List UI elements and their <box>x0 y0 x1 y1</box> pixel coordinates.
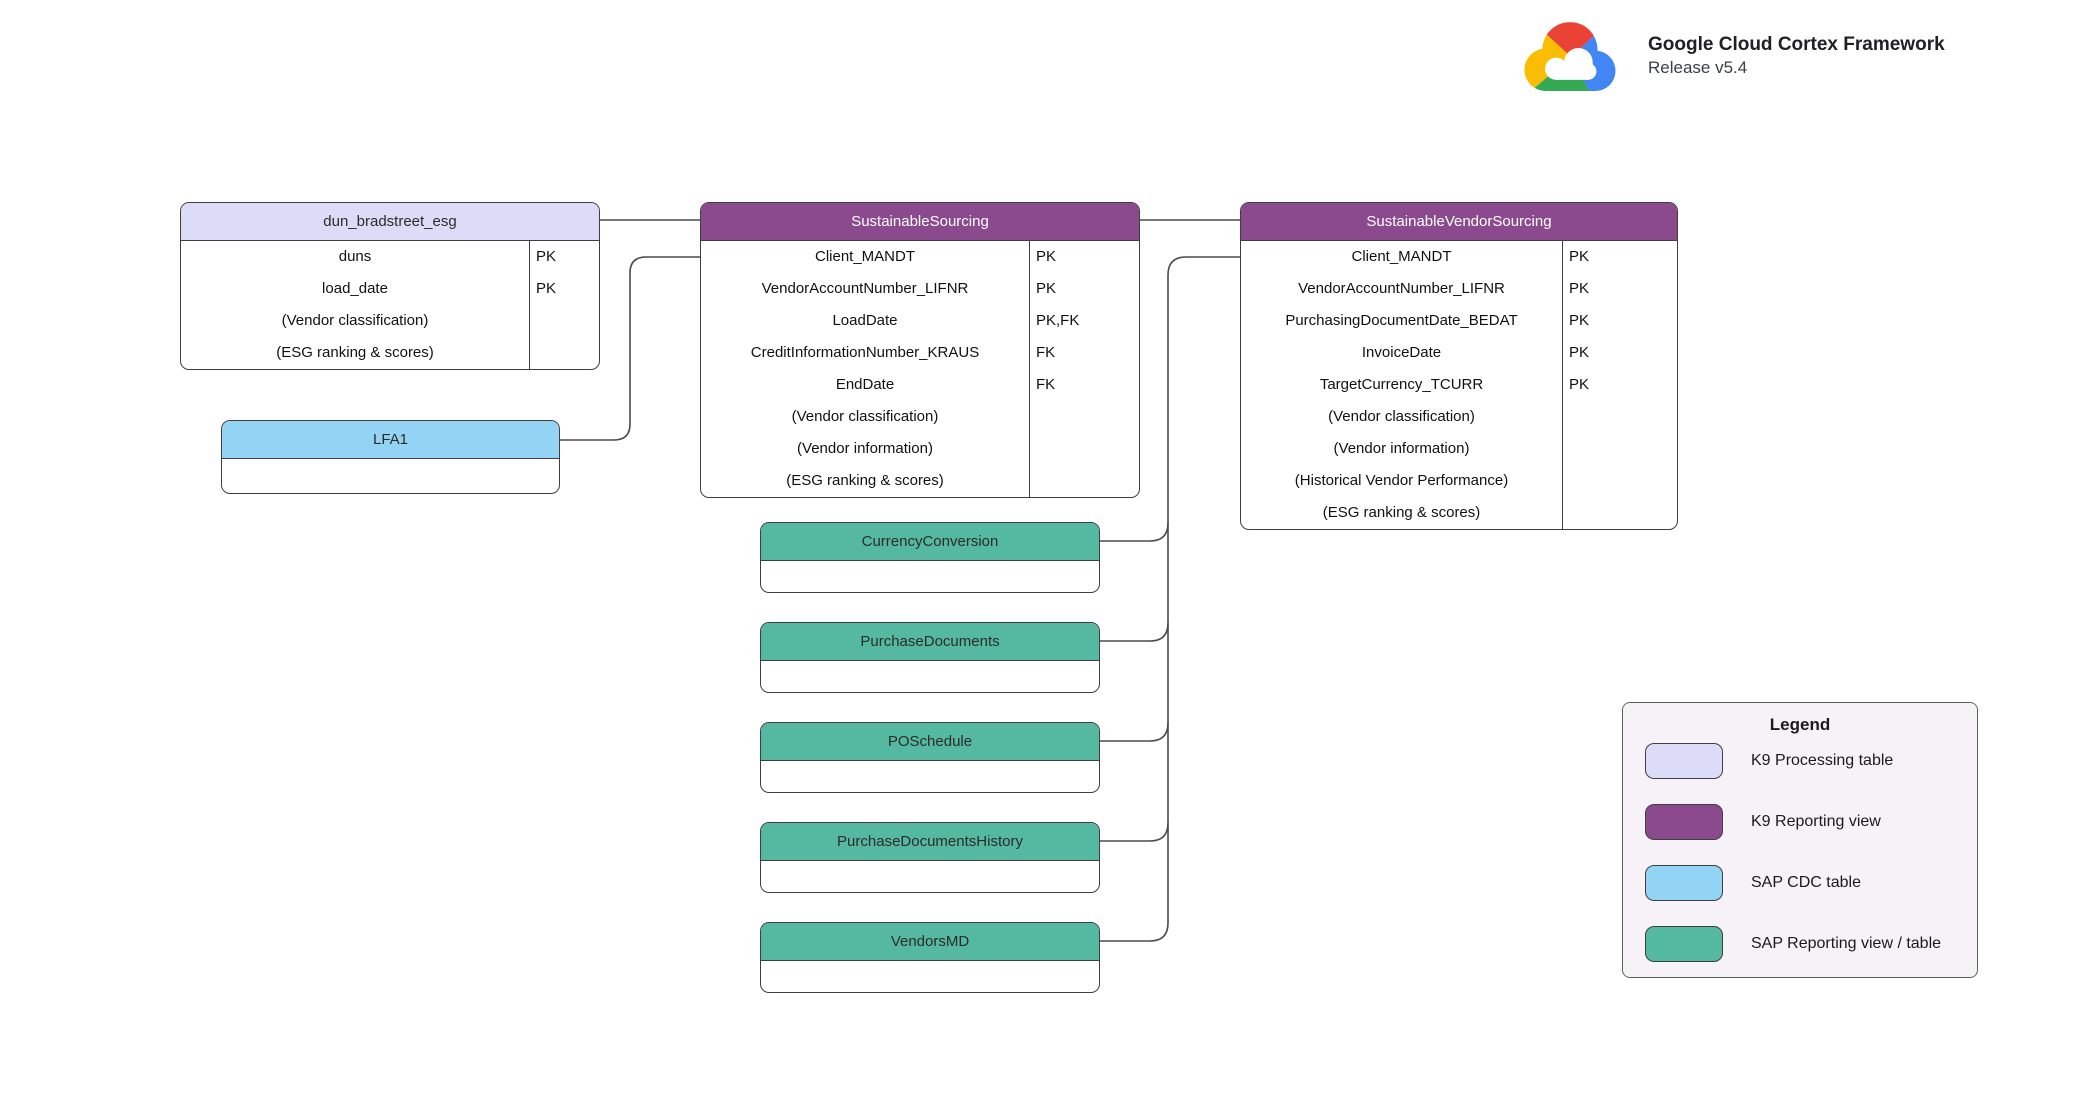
edge-currencyconversion-to-trunk <box>1100 522 1169 542</box>
field-key <box>1562 401 1677 433</box>
legend-item-sap_reporting: SAP Reporting view / table <box>1645 926 1977 962</box>
edge-poschedule-to-trunk <box>1100 722 1169 742</box>
field-key: PK <box>1562 337 1677 369</box>
field-name: VendorAccountNumber_LIFNR <box>761 280 969 297</box>
entity-PurchaseDocumentsHistory[interactable]: PurchaseDocumentsHistory <box>760 822 1100 893</box>
legend-item-sap_cdc: SAP CDC table <box>1645 865 1977 901</box>
field-key: PK <box>1562 241 1677 273</box>
field-key: PK <box>1562 369 1677 401</box>
legend-title: Legend <box>1769 715 1831 734</box>
edge-lfa1-to-sustainablesourcing <box>560 256 700 441</box>
field-name: (Vendor information) <box>797 440 933 457</box>
entity-VendorsMD[interactable]: VendorsMD <box>760 922 1100 993</box>
legend-item-k9_processing: K9 Processing table <box>1645 743 1977 779</box>
entity-title: PurchaseDocumentsHistory <box>761 823 1099 861</box>
entity-empty-row <box>761 561 1099 592</box>
field-name: duns <box>338 248 372 265</box>
field-key <box>1562 433 1677 465</box>
field-name: (Historical Vendor Performance) <box>1294 472 1509 489</box>
legend-item-k9_reporting: K9 Reporting view <box>1645 804 1977 840</box>
legend-label: SAP CDC table <box>1751 874 1861 891</box>
field-key: FK <box>1029 369 1139 401</box>
entity-title: VendorsMD <box>761 923 1099 961</box>
entity-CurrencyConversion[interactable]: CurrencyConversion <box>760 522 1100 593</box>
field-key: PK <box>529 241 599 273</box>
field-name: (ESG ranking & scores) <box>1322 504 1481 521</box>
entity-title: LFA1 <box>222 421 559 459</box>
entity-title: SustainableSourcing <box>701 203 1139 241</box>
field-key: PK <box>1562 273 1677 305</box>
field-name: InvoiceDate <box>1361 344 1442 361</box>
entity-title: PurchaseDocuments <box>761 623 1099 661</box>
field-name: (Vendor information) <box>1333 440 1470 457</box>
entity-LFA1[interactable]: LFA1 <box>221 420 560 494</box>
field-name: TargetCurrency_TCURR <box>1319 376 1484 393</box>
entity-empty-row <box>222 459 559 493</box>
legend-label: K9 Reporting view <box>1751 813 1881 830</box>
field-key <box>529 337 599 369</box>
field-key: PK <box>1029 241 1139 273</box>
field-key: PK <box>1029 273 1139 305</box>
entity-PurchaseDocuments[interactable]: PurchaseDocuments <box>760 622 1100 693</box>
entity-title: SustainableVendorSourcing <box>1241 203 1677 241</box>
entity-title: CurrencyConversion <box>761 523 1099 561</box>
entity-empty-row <box>761 661 1099 692</box>
legend-swatch-sap_reporting <box>1645 926 1723 962</box>
field-name: (Vendor classification) <box>1328 408 1475 425</box>
field-name: PurchasingDocumentDate_BEDAT <box>1285 312 1518 329</box>
field-key <box>1029 401 1139 433</box>
legend-swatch-k9_processing <box>1645 743 1723 779</box>
field-name: VendorAccountNumber_LIFNR <box>1298 280 1505 297</box>
field-name: (Vendor classification) <box>281 312 429 329</box>
entity-empty-row <box>761 761 1099 792</box>
field-name: Client_MANDT <box>814 248 916 265</box>
field-key <box>529 305 599 337</box>
field-name: LoadDate <box>832 312 898 329</box>
field-name: load_date <box>322 280 388 297</box>
field-key <box>1562 497 1677 529</box>
field-key: PK <box>529 273 599 305</box>
release-version: Release v5.4 <box>1648 58 1748 77</box>
field-name: (ESG ranking & scores) <box>276 344 434 361</box>
field-name: (Vendor classification) <box>791 408 939 425</box>
entity-empty-row <box>761 961 1099 992</box>
field-key <box>1562 465 1677 497</box>
brand-header: Google Cloud Cortex Framework Release v5… <box>1518 14 1945 98</box>
edge-purchasedocumentshistory-to-trunk <box>1100 822 1169 842</box>
field-name: EndDate <box>835 376 895 393</box>
legend-swatch-sap_cdc <box>1645 865 1723 901</box>
entity-POSchedule[interactable]: POSchedule <box>760 722 1100 793</box>
legend-label: K9 Processing table <box>1751 752 1894 769</box>
google-cloud-logo-icon <box>1524 22 1616 91</box>
edge-vendorsmd-trunk-to-vendorsourcing <box>1100 256 1240 942</box>
legend-label: SAP Reporting view / table <box>1751 935 1942 952</box>
entity-title: dun_bradstreet_esg <box>181 203 599 241</box>
edge-purchasedocuments-to-trunk <box>1100 622 1169 642</box>
entity-empty-row <box>761 861 1099 892</box>
field-key: PK,FK <box>1029 305 1139 337</box>
entity-title: POSchedule <box>761 723 1099 761</box>
legend-box: Legend K9 Processing table K9 Reporting v… <box>1622 702 1978 978</box>
field-name: (ESG ranking & scores) <box>786 472 944 489</box>
field-key: PK <box>1562 305 1677 337</box>
app-title: Google Cloud Cortex Framework <box>1648 34 1945 55</box>
field-name: Client_MANDT <box>1351 248 1452 265</box>
field-key <box>1029 433 1139 465</box>
field-name: CreditInformationNumber_KRAUS <box>750 344 980 361</box>
field-key <box>1029 465 1139 497</box>
field-key: FK <box>1029 337 1139 369</box>
legend-swatch-k9_reporting <box>1645 804 1723 840</box>
